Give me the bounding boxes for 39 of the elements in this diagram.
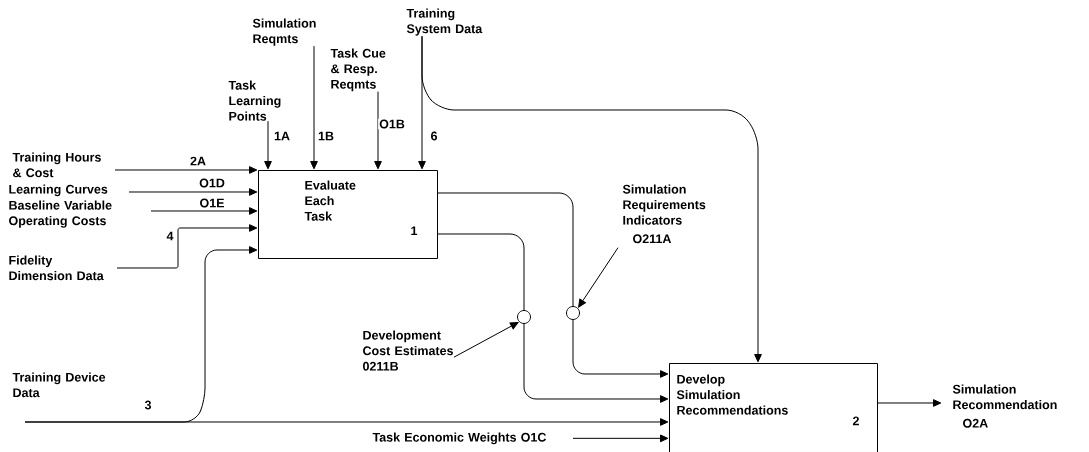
arrow: [877, 399, 942, 407]
arrow: [128, 188, 258, 196]
process-box: Evaluate Each Task 1: [258, 170, 438, 259]
flow-label: Fidelity Dimension Data: [9, 255, 104, 281]
arrow: [116, 224, 258, 269]
arrow: [374, 91, 382, 170]
leader-arrow: [453, 322, 519, 358]
arrow: [24, 418, 669, 426]
arrow: [572, 319, 669, 378]
arrow: [150, 207, 258, 215]
leader-arrow: [578, 247, 619, 308]
flow-label: Simulation Reqmts: [252, 18, 316, 46]
arrow: [572, 434, 669, 443]
flow-label: Task Cue & Resp. Reqmts: [330, 48, 386, 92]
flow-label: Training Hours & Cost: [12, 152, 101, 178]
edge-label: 1A: [273, 130, 291, 142]
flow-label: Baseline Variable Operating Costs: [9, 200, 112, 228]
flow-label: Simulation Recommendation O2A: [952, 384, 1057, 428]
edge-label: O1E: [198, 197, 226, 209]
arrow: [523, 323, 669, 403]
edge-label: 3: [143, 399, 153, 411]
arrow: [421, 35, 762, 363]
arrow: [114, 166, 258, 174]
flow-label: Training System Data: [406, 8, 483, 36]
edge-label: 6: [429, 130, 439, 142]
edge-label: 2A: [189, 155, 207, 167]
process-box: Develop Simulation Recommendations 2: [669, 363, 878, 452]
flow-label: Simulation Requirements Indicators O211A: [622, 184, 706, 244]
arrow: [264, 120, 272, 170]
flow-label: Development Cost Estimates 0211B: [363, 330, 453, 371]
flow-label: Task Economic Weights O1C: [372, 432, 547, 445]
edge-label: O1D: [198, 177, 226, 189]
arrow: [310, 45, 318, 170]
edge-label: O1B: [378, 118, 406, 130]
flow-label: Task Learning Points: [228, 80, 281, 121]
flow-label: Learning Curves: [9, 184, 108, 197]
flow-label: Training Device Data: [12, 372, 106, 398]
edge-label: 4: [165, 230, 175, 242]
edge-label: 1B: [317, 130, 335, 142]
